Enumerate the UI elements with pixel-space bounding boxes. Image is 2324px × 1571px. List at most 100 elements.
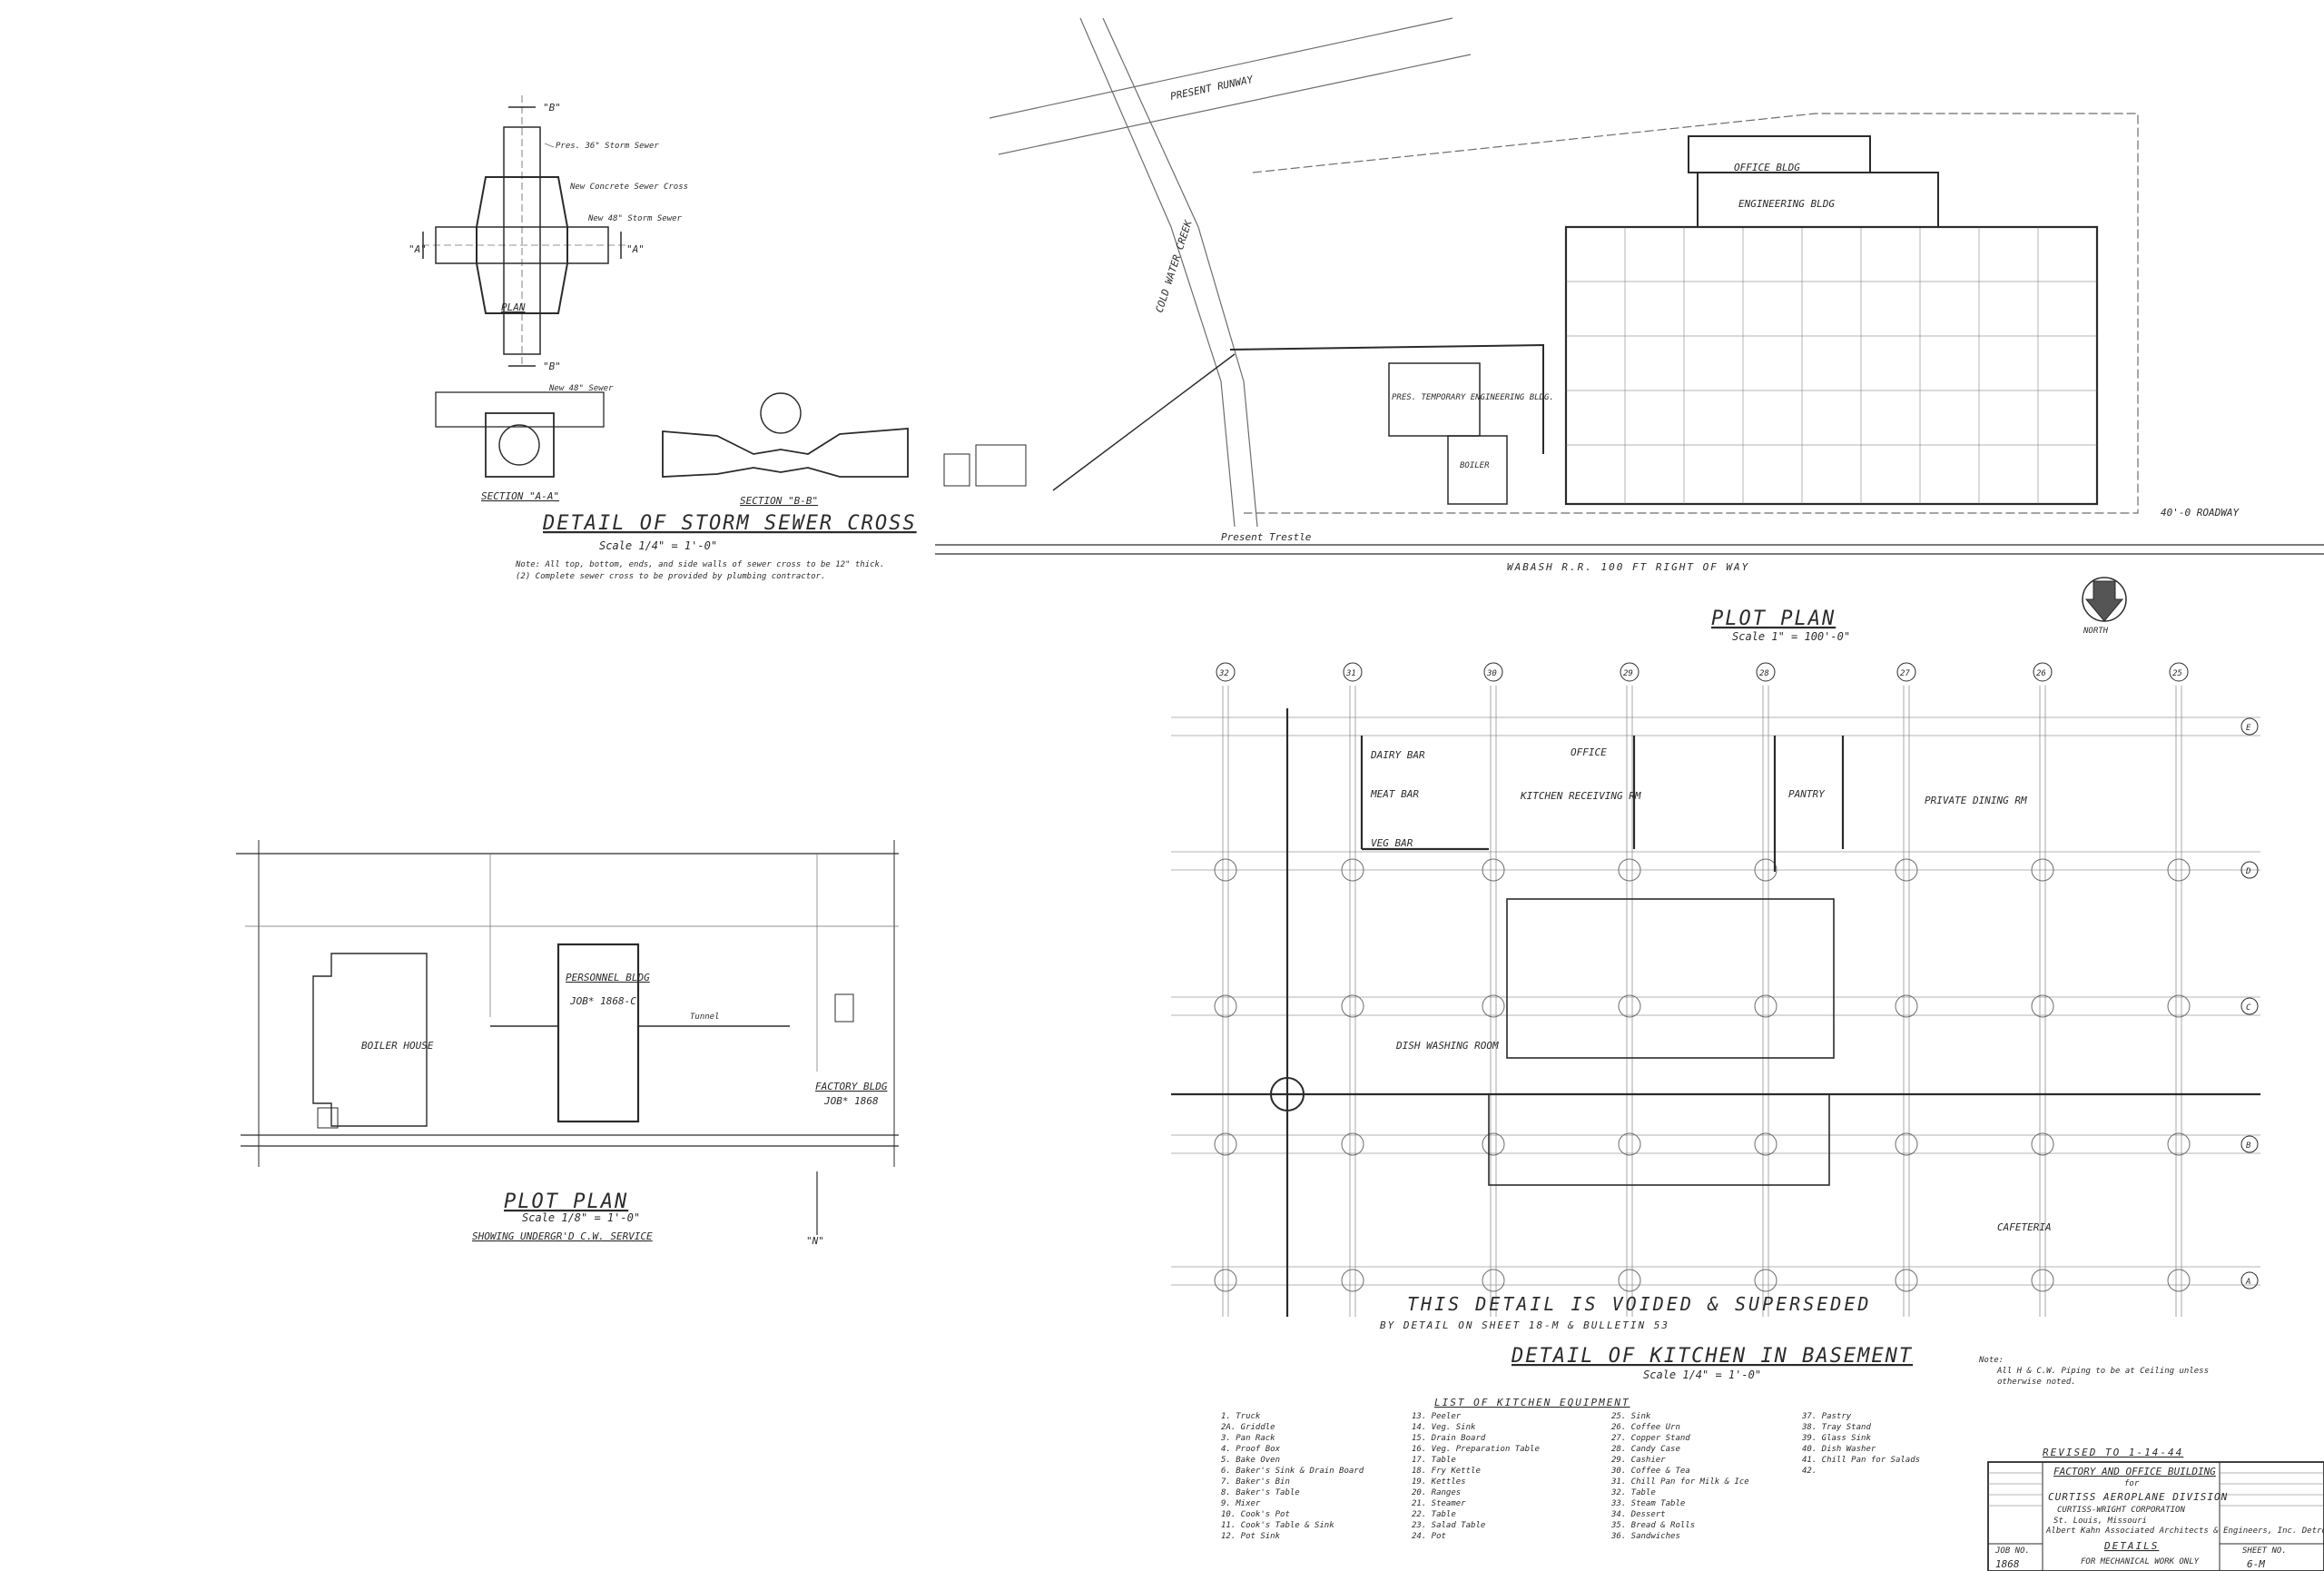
row-c: C [2246, 1003, 2251, 1013]
equipment-item: 28. Candy Case [1611, 1445, 1680, 1454]
equipment-col-2: 13. Peeler 14. Veg. Sink 15. Drain Board… [1412, 1412, 1540, 1541]
boiler-label: BOILER [1460, 461, 1490, 470]
plot-plan-small: BOILER HOUSE PERSONNEL BLDG JOB* 1868-C … [236, 840, 899, 1247]
col-29: 29 [1623, 669, 1633, 678]
room-private-dining: PRIVATE DINING RM [1925, 795, 2027, 806]
equipment-item: 34. Dessert [1610, 1510, 1666, 1519]
equipment-col-4: 37. Pastry 38. Tray Stand 39. Glass Sink… [1801, 1412, 1920, 1476]
callout-new-sewer: New 48" Storm Sewer [587, 214, 683, 223]
equipment-item: 8. Baker's Table [1221, 1488, 1300, 1497]
temp-eng-label: PRES. TEMPORARY ENGINEERING BLDG. [1392, 393, 1554, 402]
room-dairy-bar: DAIRY BAR [1370, 749, 1425, 761]
storm-sewer-note-2: (2) Complete sewer cross to be provided … [516, 572, 825, 581]
discipline-label: FOR MECHANICAL WORK ONLY [2081, 1557, 2200, 1566]
cut-b-bottom: "B" [543, 361, 561, 372]
equipment-item: 33. Steam Table [1610, 1499, 1685, 1508]
col-27: 27 [1900, 669, 1910, 678]
row-d: D [2245, 867, 2250, 876]
equipment-item: 24. Pot [1412, 1532, 1446, 1541]
equipment-col-3: 25. Sink 26. Coffee Urn 27. Copper Stand… [1610, 1412, 1749, 1541]
col-30: 30 [1486, 669, 1497, 678]
equipment-item: 9. Mixer [1221, 1499, 1261, 1508]
location-label: St. Louis, Missouri [2053, 1517, 2147, 1526]
title-block: REVISED TO 1-14-44 FACTORY AND OFFICE BU… [1987, 1447, 2324, 1571]
equipment-item: 18. Fry Kettle [1412, 1467, 1481, 1476]
equipment-item: 5. Bake Oven [1221, 1456, 1280, 1465]
equipment-item: 31. Chill Pan for Milk & Ice [1610, 1477, 1749, 1487]
equipment-item: 17. Table [1412, 1456, 1456, 1465]
equipment-item: 26. Coffee Urn [1611, 1423, 1680, 1432]
storm-sewer-detail: "B" "B" "A" "A" Pres. 36" Storm Sewer Ne… [409, 95, 915, 581]
plot-plan-main-scale: Scale 1" = 100'-0" [1732, 630, 1850, 643]
cut-a-left: "A" [409, 243, 427, 255]
section-a-label: SECTION "A-A" [481, 490, 559, 502]
column-bubbles: 32 31 30 29 28 27 26 25 [1216, 662, 2189, 682]
for-label: for [2124, 1479, 2140, 1488]
north-arrow-icon [2082, 577, 2127, 622]
architect-label: Albert Kahn Associated Architects & Engi… [2045, 1527, 2324, 1536]
personnel-job: JOB* 1868-C [569, 995, 636, 1007]
equipment-item: 37. Pastry [1801, 1412, 1852, 1421]
storm-sewer-scale: Scale 1/4" = 1'-0" [599, 539, 717, 552]
plot-plan-small-scale: Scale 1/8" = 1'-0" [522, 1211, 640, 1224]
sheet-title: DETAILS [2103, 1540, 2159, 1552]
equipment-item: 25. Sink [1611, 1412, 1651, 1421]
col-31: 31 [1345, 669, 1356, 678]
col-25: 25 [2172, 669, 2182, 678]
kitchen-note-text-2: otherwise noted. [1997, 1378, 2076, 1387]
equipment-item: 42. [1802, 1467, 1817, 1476]
equipment-item: 15. Drain Board [1412, 1434, 1486, 1443]
room-cafeteria: CAFETERIA [1997, 1221, 2052, 1233]
small-north-label: "N" [806, 1235, 824, 1247]
equipment-item: 1. Truck [1221, 1412, 1261, 1421]
trestle-label: Present Trestle [1221, 531, 1312, 543]
engineering-bldg-label: ENGINEERING BLDG [1738, 198, 1835, 210]
callout-concrete-cross: New Concrete Sewer Cross [569, 183, 688, 192]
client-label: CURTISS AEROPLANE DIVISION [2048, 1491, 2228, 1503]
col-26: 26 [2036, 669, 2046, 678]
equipment-item: 40. Dish Washer [1802, 1445, 1876, 1454]
callout-pres-sewer: Pres. 36" Storm Sewer [556, 142, 659, 151]
row-bubbles: E D C B A [2240, 717, 2259, 1289]
tunnel-label: Tunnel [690, 1013, 720, 1022]
factory-label: FACTORY BLDG [815, 1081, 888, 1092]
row-b: B [2246, 1141, 2251, 1151]
storm-sewer-note-1: Note: All top, bottom, ends, and side wa… [515, 560, 884, 569]
equipment-item: 35. Bread & Rolls [1610, 1521, 1695, 1530]
equipment-col-1: 1. Truck 2A. Griddle 3. Pan Rack 4. Proo… [1220, 1412, 1364, 1541]
room-pantry: PANTRY [1788, 788, 1826, 800]
office-bldg-label: OFFICE BLDG [1734, 162, 1800, 173]
equipment-item: 38. Tray Stand [1801, 1423, 1871, 1432]
room-veg-bar: VEG BAR [1371, 837, 1413, 849]
equipment-title: LIST OF KITCHEN EQUIPMENT [1434, 1397, 1630, 1408]
kitchen-note-text-1: All H & C.W. Piping to be at Ceiling unl… [1996, 1367, 2209, 1376]
plot-plan-main-title: PLOT PLAN [1711, 608, 1836, 630]
job-no-label: JOB NO. [1994, 1546, 2030, 1556]
equipment-item: 13. Peeler [1412, 1412, 1462, 1421]
room-meat-bar: MEAT BAR [1370, 788, 1419, 800]
col-32: 32 [1218, 669, 1229, 678]
railroad-label: WABASH R.R. 100 FT RIGHT OF WAY [1507, 561, 1749, 573]
equipment-item: 2A. Griddle [1221, 1423, 1275, 1432]
kitchen-scale: Scale 1/4" = 1'-0" [1643, 1368, 1761, 1381]
corp-label: CURTISS-WRIGHT CORPORATION [2057, 1506, 2185, 1515]
room-dish-washing: DISH WASHING ROOM [1395, 1040, 1499, 1052]
personnel-label: PERSONNEL BLDG [566, 972, 650, 983]
void-line-2: BY DETAIL ON SHEET 18-M & BULLETIN 53 [1380, 1319, 1669, 1331]
plot-plan-small-title: PLOT PLAN [504, 1191, 628, 1213]
void-line-1: THIS DETAIL IS VOIDED & SUPERSEDED [1407, 1293, 1871, 1315]
kitchen-title: DETAIL OF KITCHEN IN BASEMENT [1511, 1345, 1913, 1368]
section-b-label: SECTION "B-B" [740, 495, 818, 507]
equipment-item: 10. Cook's Pot [1221, 1510, 1290, 1519]
equipment-item: 12. Pot Sink [1221, 1532, 1281, 1541]
equipment-item: 19. Kettles [1412, 1477, 1466, 1487]
equipment-list: LIST OF KITCHEN EQUIPMENT 1. Truck 2A. G… [1220, 1397, 1920, 1541]
equipment-item: 7. Baker's Bin [1221, 1477, 1290, 1487]
job-no-value: 1868 [1995, 1558, 2020, 1570]
equipment-item: 36. Sandwiches [1610, 1532, 1680, 1541]
equipment-item: 41. Chill Pan for Salads [1802, 1456, 1920, 1465]
row-e: E [2246, 724, 2251, 733]
row-a: A [2245, 1278, 2250, 1287]
equipment-item: 27. Copper Stand [1611, 1434, 1690, 1443]
